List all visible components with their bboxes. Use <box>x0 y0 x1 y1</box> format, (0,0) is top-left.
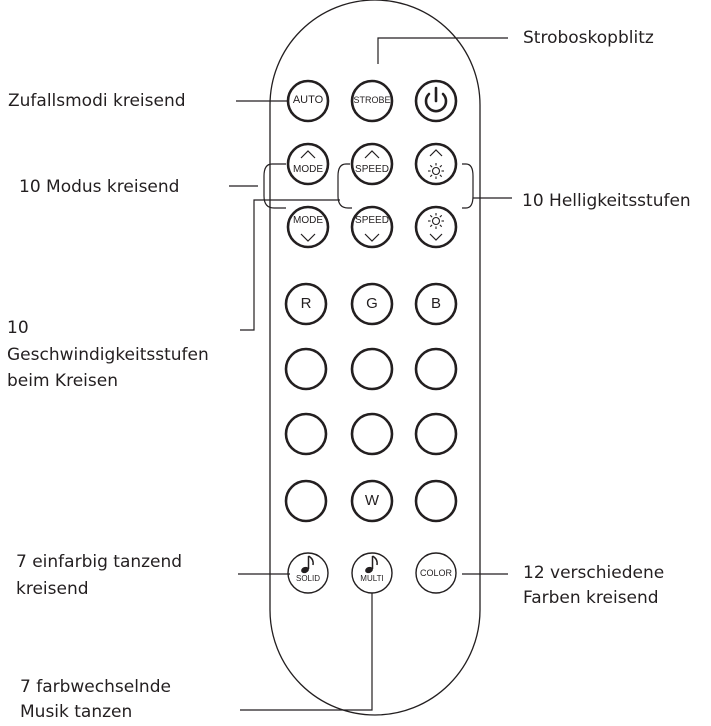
r-button[interactable] <box>284 282 328 326</box>
solid-annotation-line2: kreisend <box>16 579 89 599</box>
leader-mode <box>229 163 286 209</box>
strobe-button-label: STROBE <box>353 95 391 105</box>
sun-icon <box>428 213 444 229</box>
color-button[interactable] <box>350 412 394 456</box>
color-cycle-button[interactable] <box>415 552 457 594</box>
g-button[interactable] <box>350 282 394 326</box>
color-cycle-button-label: COLOR <box>419 568 452 578</box>
g-button-label: G <box>366 295 378 312</box>
speed-up-label: SPEED <box>355 164 389 175</box>
speed-annotation-line3: beim Kreisen <box>7 371 118 391</box>
power-button[interactable] <box>414 79 458 123</box>
w-button-label: W <box>364 492 380 509</box>
b-button[interactable] <box>414 282 458 326</box>
chevron-up-icon <box>300 150 316 159</box>
multi-annotation-line1: 7 farbwechselnde <box>20 677 171 697</box>
music-note-icon <box>365 555 378 574</box>
remote-body <box>269 0 481 716</box>
leader-strobe <box>377 37 508 64</box>
strobe-button[interactable] <box>350 79 394 123</box>
chevron-down-icon <box>429 233 443 241</box>
chevron-down-icon <box>300 233 316 242</box>
brightness-up-button[interactable] <box>414 142 458 186</box>
brightness-down-button[interactable] <box>414 205 458 249</box>
bracket-speed <box>337 163 352 209</box>
b-button-label: B <box>430 295 441 312</box>
color-annotation-line1: 12 verschiedene <box>523 563 665 583</box>
color-button[interactable] <box>284 479 328 523</box>
color-button[interactable] <box>284 412 328 456</box>
music-note-icon <box>301 555 314 574</box>
w-button[interactable] <box>350 479 394 523</box>
speed-annotation-line1: 10 <box>7 318 29 338</box>
mode-up-button[interactable] <box>286 142 330 186</box>
solid-button-label: SOLID <box>295 574 320 583</box>
auto-button[interactable] <box>286 79 330 123</box>
speed-up-button[interactable] <box>350 142 394 186</box>
multi-button-label: MULTI <box>360 574 384 583</box>
mode-annotation: 10 Modus kreisend <box>19 177 180 197</box>
chevron-up-icon <box>429 149 443 157</box>
chevron-up-icon <box>364 150 380 159</box>
color-button[interactable] <box>414 347 458 391</box>
auto-annotation: Zufallsmodi kreisend <box>8 91 186 111</box>
color-button[interactable] <box>414 479 458 523</box>
solid-button[interactable] <box>287 552 329 594</box>
chevron-down-icon <box>364 233 380 242</box>
solid-annotation-line1: 7 einfarbig tanzend <box>16 552 183 572</box>
auto-button-label: AUTO <box>292 94 324 106</box>
mode-down-label: MODE <box>293 215 323 226</box>
multi-annotation-line2: Musik tanzen <box>20 702 133 722</box>
sun-icon <box>428 163 444 179</box>
mode-down-button[interactable] <box>286 205 330 249</box>
leader-multi <box>240 593 373 711</box>
speed-down-label: SPEED <box>355 215 389 226</box>
color-button[interactable] <box>284 347 328 391</box>
speed-down-button[interactable] <box>350 205 394 249</box>
multi-button[interactable] <box>351 552 393 594</box>
mode-up-label: MODE <box>293 164 323 175</box>
color-annotation-line2: Farben kreisend <box>523 588 659 608</box>
brightness-annotation: 10 Helligkeitsstufen <box>522 191 691 211</box>
strobe-annotation: Stroboskopblitz <box>523 28 654 48</box>
bracket-brightness <box>462 163 474 209</box>
speed-annotation-line2: Geschwindigkeitsstufen <box>7 345 209 365</box>
color-button[interactable] <box>414 412 458 456</box>
r-button-label: R <box>300 295 312 312</box>
color-button[interactable] <box>350 347 394 391</box>
power-icon <box>424 86 448 113</box>
leader-speed <box>240 199 340 331</box>
